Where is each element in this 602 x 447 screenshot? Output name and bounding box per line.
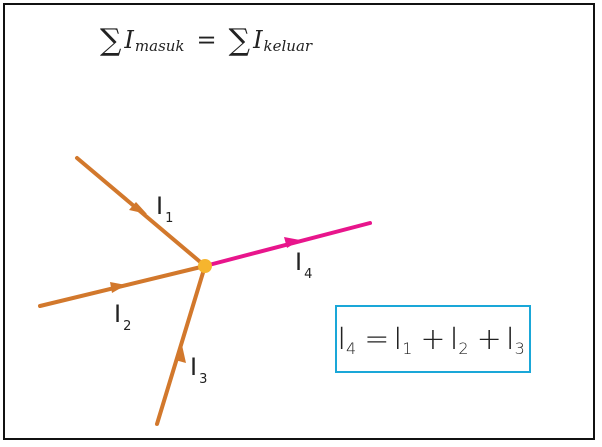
arrow-i4 [284,237,300,248]
subscript-keluar: keluar [263,37,313,55]
eq-plus-2: + [476,321,502,357]
arrow-i3 [175,345,186,363]
eq-plus-1: + [420,321,446,357]
kirchhoff-formula: ∑ I masuk = ∑ I keluar [100,18,400,62]
wire-i3 [155,264,207,426]
eq-term-i1: I [393,321,403,357]
current-sum-equation-box: I 4 = I 1 + I 2 + I 3 [335,305,531,373]
eq-term-i4: I [337,321,347,357]
equals-sign: = [196,26,217,54]
eq-term-i2: I [449,321,459,357]
current-var-out: I [253,26,263,54]
eq-sub-2: 2 [458,338,469,358]
eq-term-i3: I [505,321,515,357]
arrow-i1 [129,202,147,214]
current-var-in: I [124,26,134,54]
sum-symbol-right: ∑ [228,22,251,58]
eq-sub-1: 1 [402,338,413,358]
subscript-masuk: masuk [134,37,185,55]
junction-node [198,259,212,273]
eq-sub-4: 4 [346,338,357,358]
sum-symbol-left: ∑ [100,22,122,58]
arrow-i2 [110,282,126,293]
eq-equals: = [364,321,390,357]
eq-sub-3: 3 [514,338,525,358]
